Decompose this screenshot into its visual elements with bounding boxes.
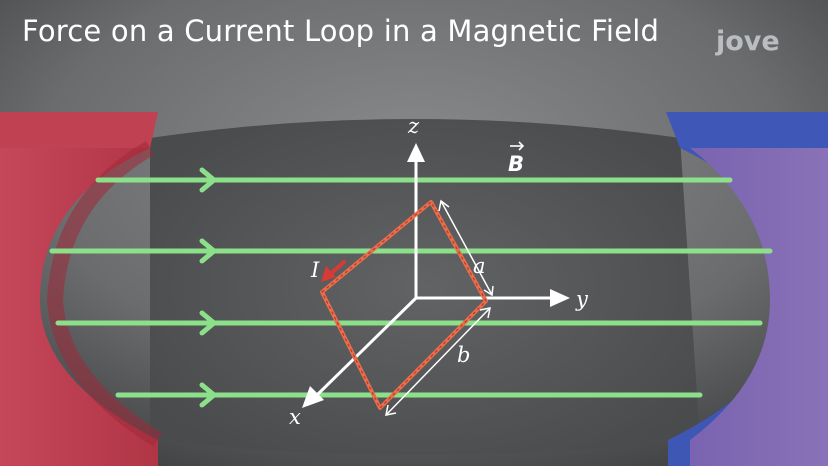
current-loop bbox=[320, 200, 488, 410]
side-a-label: a bbox=[473, 254, 486, 278]
vector-arrow-icon bbox=[510, 141, 525, 151]
x-axis bbox=[314, 296, 418, 398]
y-axis-label: y bbox=[575, 287, 589, 311]
x-axis-label: x bbox=[289, 405, 301, 429]
x-axis-arrowhead-icon bbox=[302, 386, 324, 408]
north-pole-magnet bbox=[0, 112, 163, 466]
field-line-arrowheads bbox=[199, 167, 217, 408]
field-arrow-icon bbox=[199, 167, 217, 193]
current-label: I bbox=[310, 258, 320, 282]
field-arrow-icon bbox=[199, 238, 217, 264]
field-region bbox=[150, 119, 700, 455]
field-label: B bbox=[508, 152, 524, 176]
slide-title: Force on a Current Loop in a Magnetic Fi… bbox=[22, 14, 660, 48]
z-axis-arrowhead-icon bbox=[407, 143, 425, 162]
y-axis-arrowhead-icon bbox=[550, 289, 570, 307]
dimension-a bbox=[438, 199, 494, 297]
south-pole-magnet bbox=[666, 112, 828, 466]
current-arrow-icon bbox=[321, 260, 346, 282]
field-arrow-icon bbox=[199, 382, 217, 408]
dimension-b bbox=[385, 307, 491, 416]
brand-logo: jove bbox=[716, 26, 780, 57]
coordinate-axes bbox=[302, 143, 570, 408]
z-axis-label: z bbox=[407, 114, 420, 138]
field-arrow-icon bbox=[199, 310, 217, 336]
side-b-label: b bbox=[457, 343, 470, 367]
